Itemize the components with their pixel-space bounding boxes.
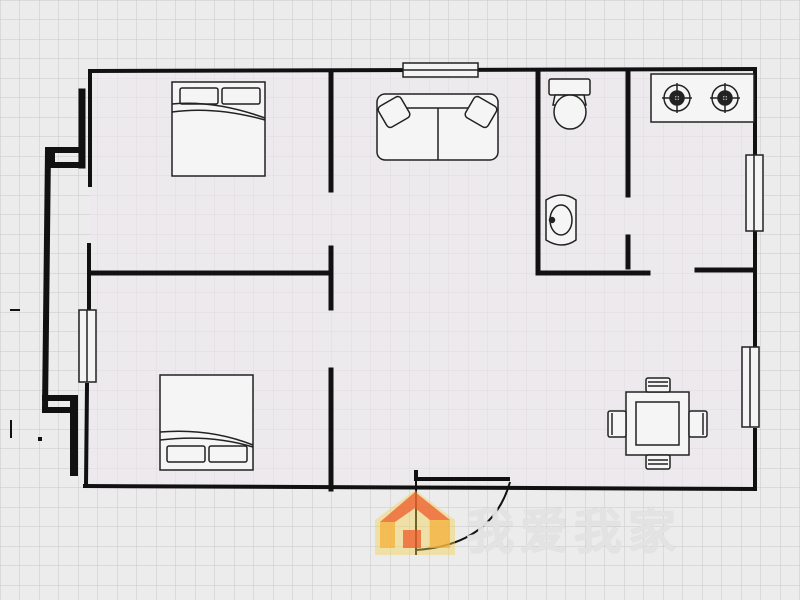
windows — [78, 62, 764, 428]
outer-walls — [82, 66, 758, 492]
toilet — [548, 78, 591, 130]
watermark-house-icon — [375, 490, 455, 555]
bed-top — [171, 81, 266, 177]
bed-bottom — [159, 374, 254, 471]
bathroom-sink — [545, 194, 577, 246]
stray-marks — [10, 309, 42, 441]
sofa — [376, 93, 499, 161]
stove — [650, 73, 755, 123]
left-bay-wall — [41, 88, 86, 476]
dining-set — [607, 377, 708, 470]
interior-walls — [89, 68, 755, 492]
watermark-text: 我爱我家 — [466, 504, 683, 560]
